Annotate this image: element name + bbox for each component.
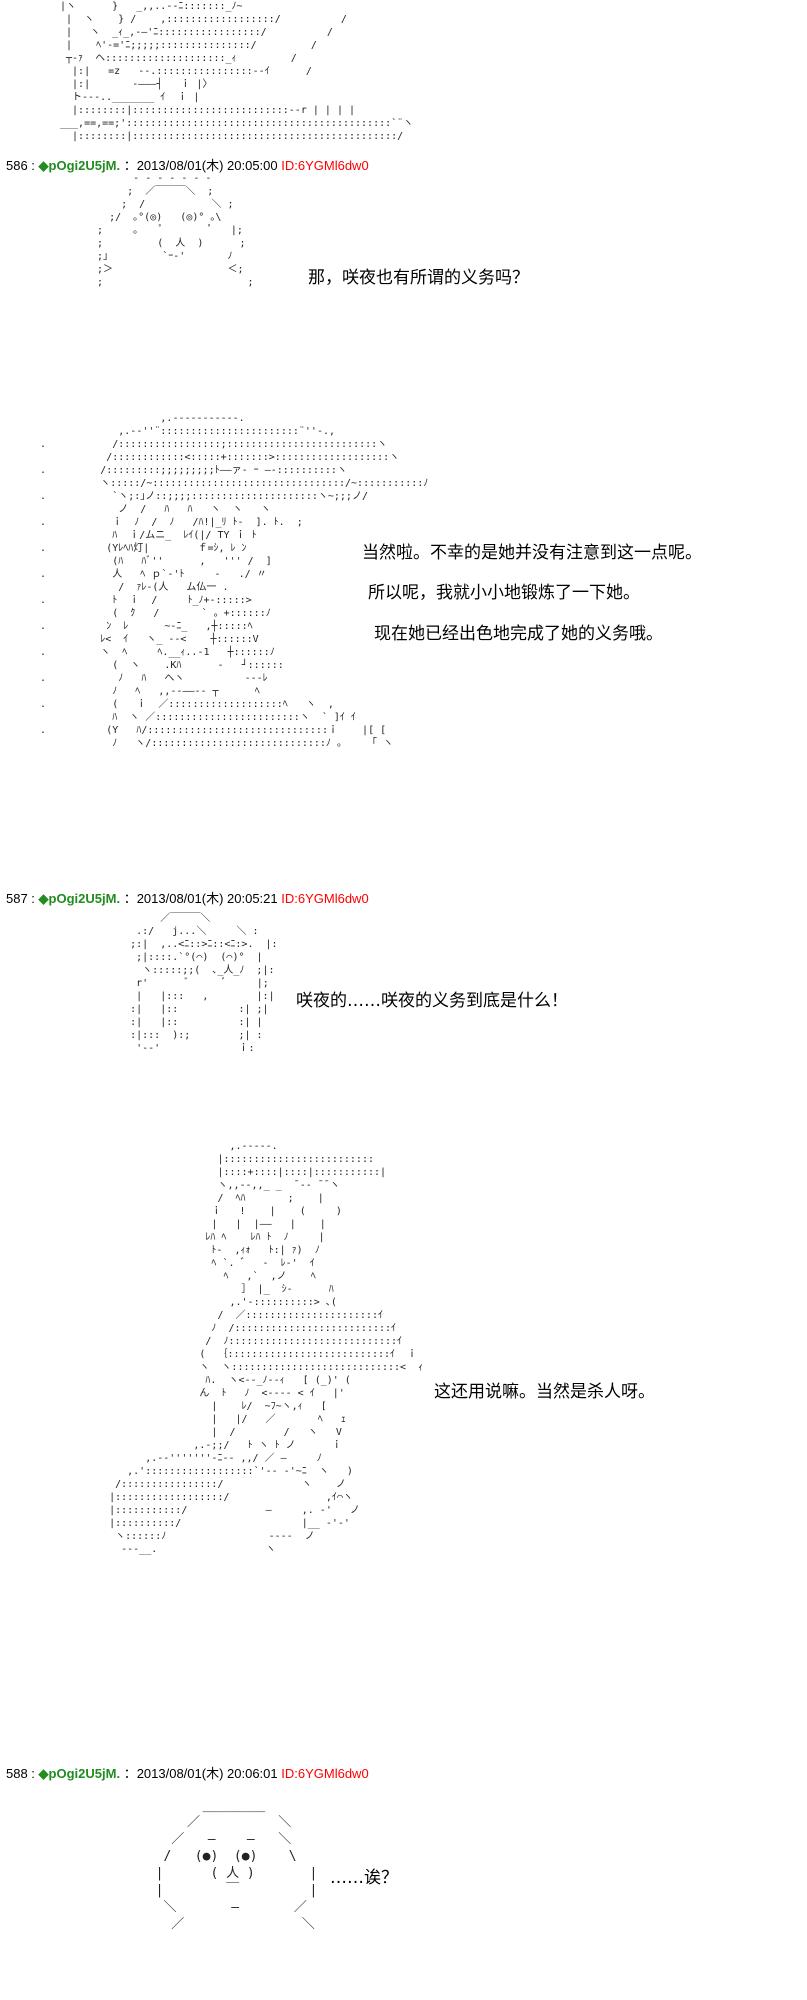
poster-id[interactable]: ID:6YGMl6dw0 (281, 1766, 369, 1781)
poster-name[interactable]: ◆pOgi2U5jM. (38, 158, 121, 173)
post-date: ：2013/08/01(木) 20:05:21 (123, 891, 278, 906)
poster-name[interactable]: ◆pOgi2U5jM. (38, 1766, 121, 1781)
dialog-line: 所以呢，我就小小地锻炼了一下她。 (368, 583, 640, 603)
dialog-line: 这还用说嘛。当然是杀人呀。 (434, 1382, 655, 1402)
ascii-art-sakuya-body: ,.-‐‐‐‐. |::::::::::::::::::::::::: |:::… (109, 1141, 424, 1555)
post-header-586: 586 : ◆pOgi2U5jM. ：2013/08/01(木) 20:05:0… (6, 155, 369, 174)
post-date: ：2013/08/01(木) 20:06:01 (123, 1766, 278, 1781)
post-date: ：2013/08/01(木) 20:05:00 (123, 158, 278, 173)
dialog-line: ……诶？ (330, 1868, 398, 1888)
ascii-art-sakuya-face-1: ‐ ‐ ‐ ‐ ‐ ‐ ‐ ; ／￣￣￣＼ ; ; / ＼ ; ;/ ｡°(◎)… (97, 173, 254, 288)
ascii-art-top: |ヽ } _,,..-‐ﾆ:::::::_ﾉ~ | ヽ } / ,:::::::… (60, 1, 414, 142)
poster-name[interactable]: ◆pOgi2U5jM. (38, 891, 121, 906)
dialog-line: 现在她已经出色地完成了她的义务哦。 (374, 624, 663, 644)
post-number: 587 : (6, 891, 35, 906)
dialog-line: 咲夜的……咲夜的义务到底是什么！ (296, 991, 568, 1011)
ascii-art-remilia: ,.----‐‐‐‐‐--. ,.-‐''¨::::::::::::::::::… (40, 413, 429, 749)
post-number: 588 : (6, 1766, 35, 1781)
dialog-line: 那，咲夜也有所谓的义务吗？ (308, 268, 529, 288)
ascii-art-simple-face: ________ ／ ＼ ／ ― ― ＼ / (●) (●) \ | ( 人 )… (155, 1798, 318, 1932)
dialog-line: 当然啦。不幸的是她并没有注意到这一点呢。 (362, 543, 702, 563)
ascii-art-sakuya-face-2: ／￣￣￣＼ .:/ j...＼ ＼ : ;:| ,..<ﾆ::>ﾆ::<ﾆ:>.… (130, 913, 278, 1054)
post-number: 586 : (6, 158, 35, 173)
post-header-587: 587 : ◆pOgi2U5jM. ：2013/08/01(木) 20:05:2… (6, 888, 369, 907)
poster-id[interactable]: ID:6YGMl6dw0 (281, 891, 369, 906)
post-header-588: 588 : ◆pOgi2U5jM. ：2013/08/01(木) 20:06:0… (6, 1763, 369, 1782)
poster-id[interactable]: ID:6YGMl6dw0 (281, 158, 369, 173)
